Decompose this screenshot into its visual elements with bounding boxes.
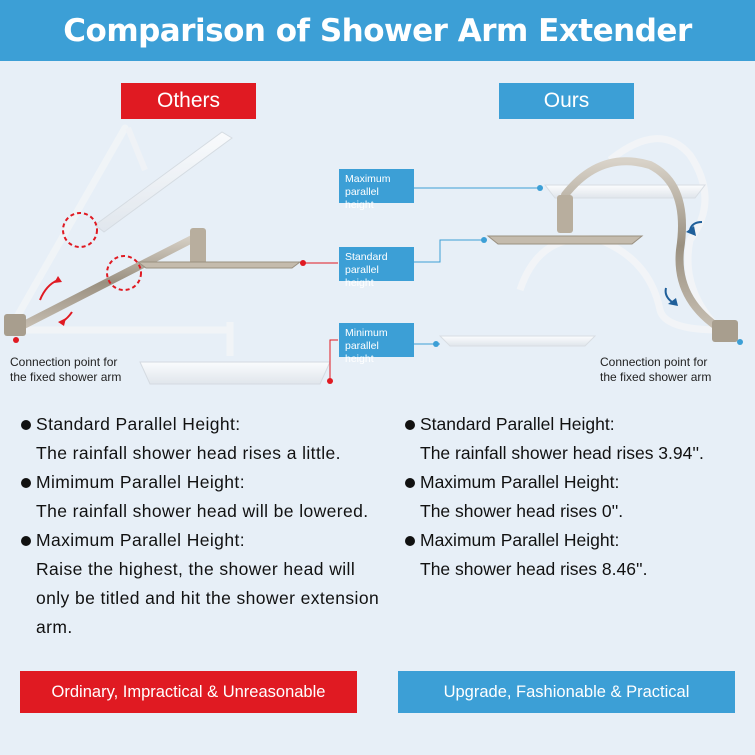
bullet-icon bbox=[21, 468, 36, 497]
others-standard-arm bbox=[4, 228, 302, 336]
point-body: The rainfall shower head will be lowered… bbox=[36, 501, 369, 521]
point-body: The shower head rises 0''. bbox=[420, 501, 624, 521]
others-points: Standard Parallel Height: The rainfall s… bbox=[21, 410, 401, 642]
others-ghost-max-arm bbox=[10, 124, 233, 326]
point-body: The rainfall shower head rises a little. bbox=[36, 443, 341, 463]
others-label: Others bbox=[121, 83, 256, 119]
footer-others-verdict: Ordinary, Impractical & Unreasonable bbox=[20, 671, 357, 713]
others-point-minimum: Mimimum Parallel Height: bbox=[21, 468, 401, 497]
ours-point-standard: Standard Parallel Height: bbox=[405, 410, 745, 439]
ours-point-maximum-2: Maximum Parallel Height: bbox=[405, 526, 745, 555]
point-body: Raise the highest, the shower head will … bbox=[36, 559, 380, 637]
connection-label-right: Connection point for the fixed shower ar… bbox=[600, 355, 712, 384]
footer-ours-verdict: Upgrade, Fashionable & Practical bbox=[398, 671, 735, 713]
bullet-icon bbox=[21, 410, 36, 439]
ours-points: Standard Parallel Height: The rainfall s… bbox=[405, 410, 745, 584]
others-point-standard: Standard Parallel Height: bbox=[21, 410, 401, 439]
point-title: Maximum Parallel Height: bbox=[420, 472, 620, 492]
callout-standard-height: Standard parallel height bbox=[339, 247, 414, 289]
connection-label-left: Connection point for the fixed shower ar… bbox=[10, 355, 122, 384]
shower-arm-illustration bbox=[4, 124, 743, 385]
bullet-icon bbox=[405, 468, 420, 497]
others-point-maximum: Maximum Parallel Height: bbox=[21, 526, 401, 555]
point-title: Standard Parallel Height: bbox=[36, 414, 241, 434]
bullet-icon bbox=[405, 526, 420, 555]
ours-label: Ours bbox=[499, 83, 634, 119]
point-body: The shower head rises 8.46''. bbox=[420, 559, 648, 579]
point-body: The rainfall shower head rises 3.94''. bbox=[420, 443, 704, 463]
others-rotate-arrow-up bbox=[39, 279, 59, 301]
others-joint-circle-top bbox=[62, 212, 98, 248]
point-title: Standard Parallel Height: bbox=[420, 414, 615, 434]
page-title: Comparison of Shower Arm Extender bbox=[0, 0, 755, 61]
point-title: Maximum Parallel Height: bbox=[36, 530, 245, 550]
point-title: Maximum Parallel Height: bbox=[420, 530, 620, 550]
point-title: Mimimum Parallel Height: bbox=[36, 472, 245, 492]
callout-maximum-height: Maximum parallel height bbox=[339, 169, 414, 211]
bullet-icon bbox=[405, 410, 420, 439]
callout-minimum-height: Minimum parallel height bbox=[339, 323, 414, 365]
ours-ghost-arms bbox=[438, 135, 723, 347]
others-joint-circle-mid bbox=[106, 255, 142, 291]
others-ghost-min-arm bbox=[18, 322, 331, 385]
ours-standard-arm bbox=[486, 157, 738, 342]
ours-point-maximum-1: Maximum Parallel Height: bbox=[405, 468, 745, 497]
ours-rotate-arrow-bottom bbox=[664, 287, 673, 303]
bullet-icon bbox=[21, 526, 36, 555]
